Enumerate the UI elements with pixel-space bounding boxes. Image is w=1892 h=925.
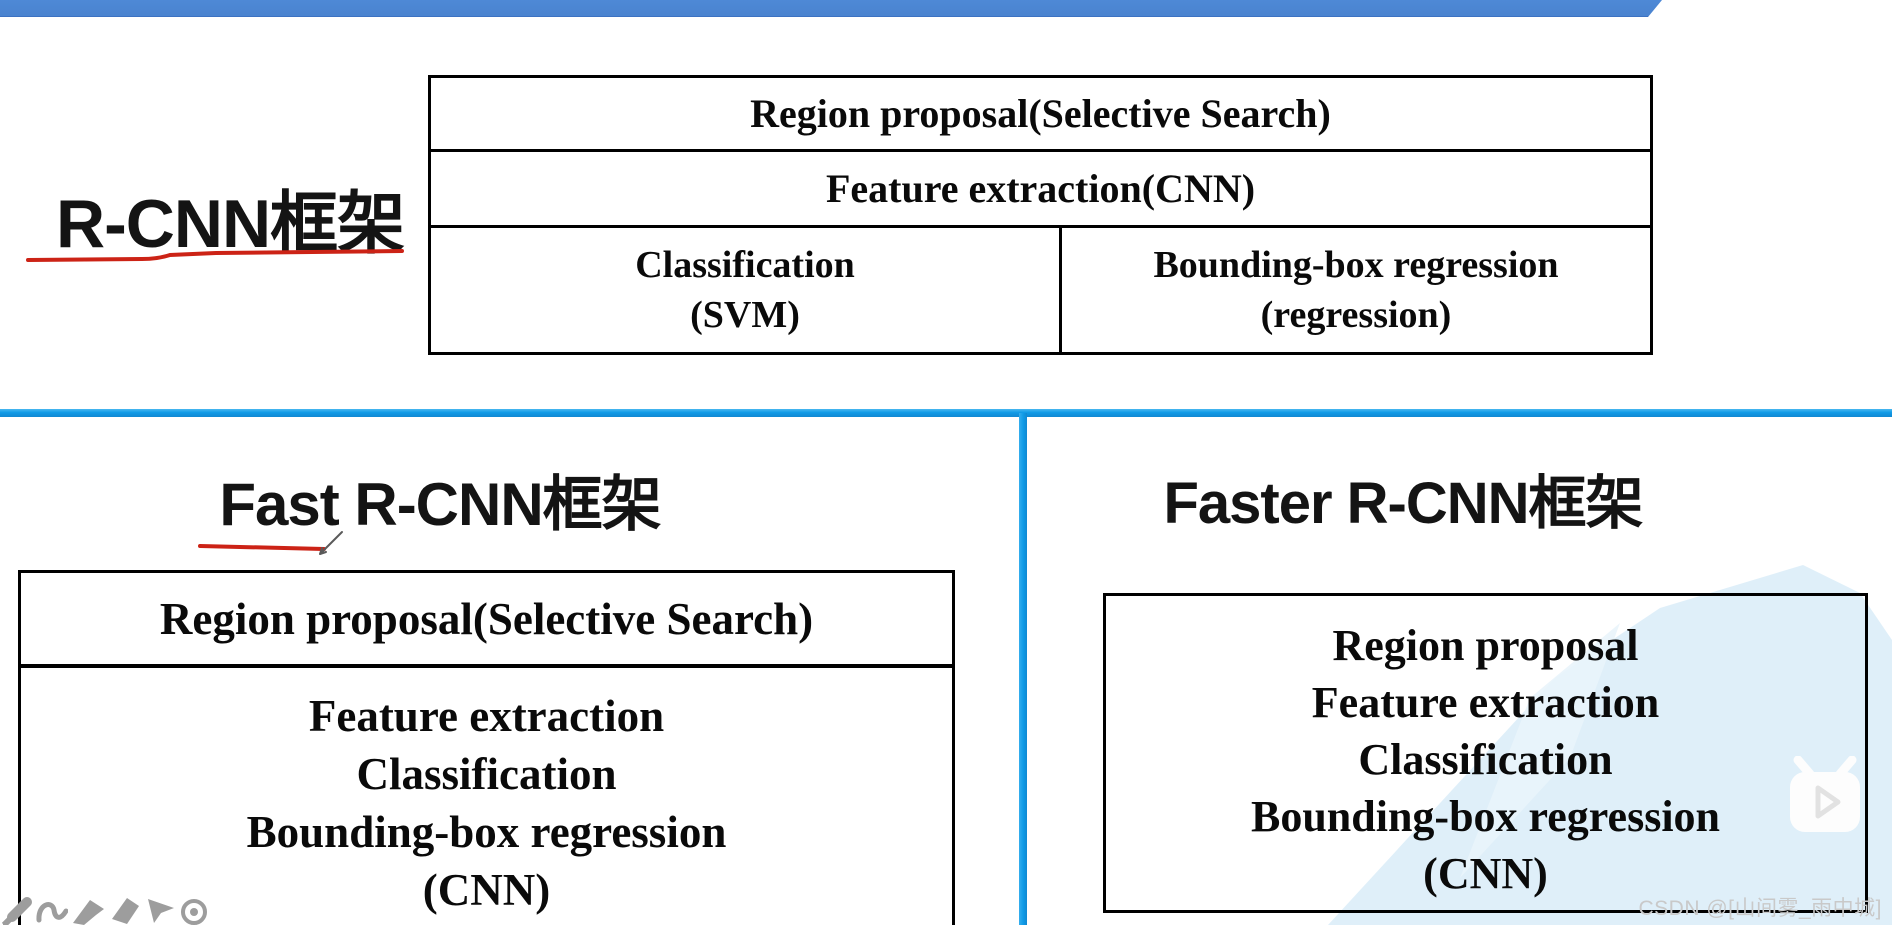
pen-cursor-icon xyxy=(319,531,343,555)
bbox-regression-label: Bounding-box regression xyxy=(1153,244,1559,286)
bilibili-watermark-shape xyxy=(1328,565,1892,925)
fast-row-region-proposal: Region proposal(Selective Search) xyxy=(21,573,952,668)
rcnn-row-region-proposal: Region proposal(Selective Search) xyxy=(431,78,1650,152)
pencil-icon[interactable] xyxy=(2,896,32,925)
svm-label: (SVM) xyxy=(690,294,800,336)
rcnn-cell-bbox-regression: Bounding-box regression (regression) xyxy=(1062,228,1650,352)
bilibili-tv-icon xyxy=(1790,756,1860,832)
fast-classification-label: Classification xyxy=(356,749,617,799)
section-divider-vertical xyxy=(1019,413,1027,925)
section-divider-horizontal xyxy=(0,409,1892,417)
faster-bbox-regression-label: Bounding-box regression xyxy=(1250,792,1721,841)
fast-rcnn-section-title: Fast R-CNN框架 xyxy=(219,471,661,538)
slide-top-bar xyxy=(0,0,1662,17)
eraser-icon[interactable] xyxy=(110,896,142,925)
faster-rcnn-section-title: Faster R-CNN框架 xyxy=(1163,471,1643,536)
rcnn-table: Region proposal(Selective Search) Featur… xyxy=(428,75,1653,355)
fast-rcnn-table: Region proposal(Selective Search) Featur… xyxy=(18,570,955,925)
classification-label: Classification xyxy=(635,244,855,286)
faster-cnn-label: (CNN) xyxy=(1423,849,1548,898)
faster-rcnn-box: Region proposal Feature extraction Class… xyxy=(1103,593,1868,913)
lasso-icon[interactable] xyxy=(36,896,68,925)
csdn-watermark-text: CSDN @[山间雾_雨中城] xyxy=(1638,897,1882,920)
faster-feature-extraction-label: Feature extraction xyxy=(1311,678,1660,727)
fast-rcnn-title-underline xyxy=(198,531,343,555)
regression-label: (regression) xyxy=(1260,294,1452,336)
faster-region-proposal-label: Region proposal xyxy=(1332,621,1639,670)
fast-cnn-label: (CNN) xyxy=(422,865,551,915)
laser-pointer-icon[interactable] xyxy=(180,896,210,925)
rcnn-title-underline xyxy=(26,249,404,262)
rcnn-row-feature-extraction: Feature extraction(CNN) xyxy=(431,152,1650,228)
rcnn-cell-classification: Classification (SVM) xyxy=(431,228,1062,352)
rcnn-row-split: Classification (SVM) Bounding-box regres… xyxy=(431,228,1650,352)
cursor-icon[interactable] xyxy=(146,896,176,925)
fast-feature-extraction-label: Feature extraction xyxy=(308,691,665,741)
rcnn-section-title: R-CNN框架 xyxy=(56,186,405,262)
faster-classification-label: Classification xyxy=(1358,735,1613,784)
brush-icon[interactable] xyxy=(72,896,106,925)
fast-bbox-regression-label: Bounding-box regression xyxy=(246,807,727,857)
fast-row-cnn-stage: Feature extraction Classification Boundi… xyxy=(21,668,952,919)
